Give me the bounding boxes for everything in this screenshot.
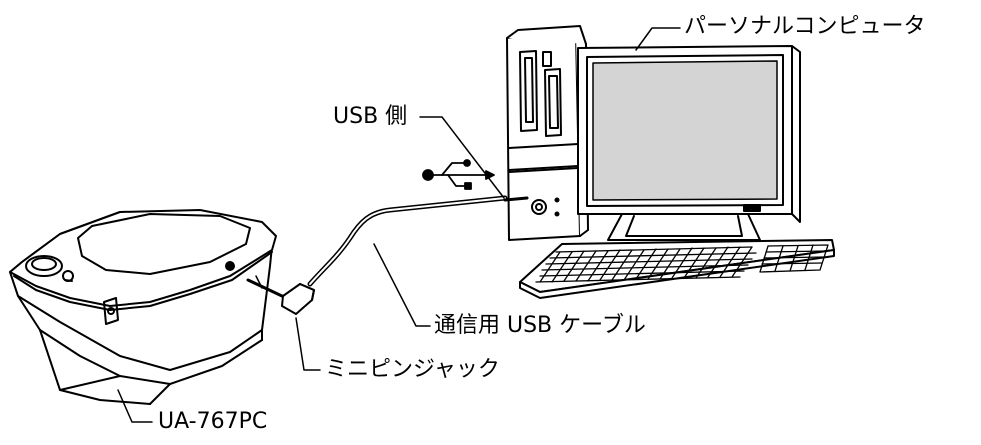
label-usb-cable: 通信用 USB ケーブル (434, 313, 646, 338)
pc-tower (506, 25, 589, 241)
label-personal-computer: パーソナルコンピュータ (684, 14, 926, 39)
usb-symbol-icon (422, 159, 495, 190)
label-device-model: UA-767PC (158, 409, 268, 434)
label-mini-pin-jack: ミニピンジャック (325, 357, 500, 382)
usb-cable (307, 195, 529, 287)
leader-lines (117, 27, 681, 423)
keyboard (519, 239, 835, 299)
ua767pc-device (9, 209, 277, 405)
mini-pin-jack (246, 275, 315, 315)
label-usb-side: USB 側 (333, 104, 408, 129)
monitor (577, 45, 801, 241)
